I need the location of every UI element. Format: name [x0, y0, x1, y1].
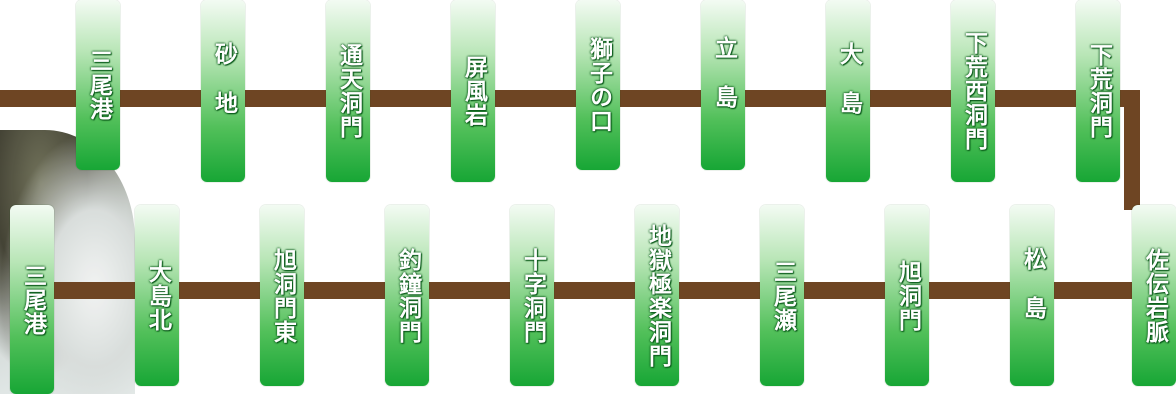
station-name: 十字洞門 [519, 247, 546, 344]
route-line-connector [1124, 90, 1140, 210]
station-bottom-5[interactable]: 十字洞門 [510, 205, 554, 386]
station-top-6[interactable]: 立島 [701, 0, 745, 170]
station-top-8[interactable]: 下荒西洞門 [951, 0, 995, 182]
station-name: 地獄極楽洞門 [644, 223, 671, 368]
station-bottom-8[interactable]: 旭洞門 [885, 205, 929, 386]
station-name: 三尾港 [19, 263, 46, 336]
station-top-2[interactable]: 砂地 [201, 0, 245, 182]
station-bottom-10[interactable]: 佐伝岩脈 [1132, 205, 1176, 386]
station-name: 砂地 [210, 42, 237, 140]
station-bottom-6[interactable]: 地獄極楽洞門 [635, 205, 679, 386]
station-name: 下荒洞門 [1085, 43, 1112, 139]
station-name: 旭洞門東 [269, 247, 296, 344]
station-name: 旭洞門 [894, 259, 921, 332]
station-top-3[interactable]: 通天洞門 [326, 0, 370, 182]
station-bottom-9[interactable]: 松島 [1010, 205, 1054, 386]
route-line-bottom [50, 282, 1136, 299]
station-name: 佐伝岩脈 [1141, 247, 1168, 344]
station-name: 獅子の口 [585, 37, 612, 133]
station-name: 大島 [835, 42, 862, 140]
station-top-4[interactable]: 屏風岩 [451, 0, 495, 182]
station-bottom-4[interactable]: 釣鐘洞門 [385, 205, 429, 386]
station-bottom-3[interactable]: 旭洞門東 [260, 205, 304, 386]
station-top-9[interactable]: 下荒洞門 [1076, 0, 1120, 182]
station-name: 三尾瀬 [769, 259, 796, 332]
station-name: 松島 [1019, 246, 1046, 345]
station-name: 大島北 [144, 259, 171, 332]
station-name: 通天洞門 [335, 43, 362, 139]
station-top-5[interactable]: 獅子の口 [576, 0, 620, 170]
station-name: 立島 [710, 36, 737, 134]
station-name: 釣鐘洞門 [394, 247, 421, 344]
station-top-1[interactable]: 三尾港 [76, 0, 120, 170]
station-name: 三尾港 [85, 49, 112, 121]
station-name: 屏風岩 [460, 55, 487, 127]
station-bottom-1[interactable]: 三尾港 [10, 205, 54, 394]
station-top-7[interactable]: 大島 [826, 0, 870, 182]
station-name: 下荒西洞門 [960, 31, 987, 151]
station-bottom-2[interactable]: 大島北 [135, 205, 179, 386]
station-bottom-7[interactable]: 三尾瀬 [760, 205, 804, 386]
